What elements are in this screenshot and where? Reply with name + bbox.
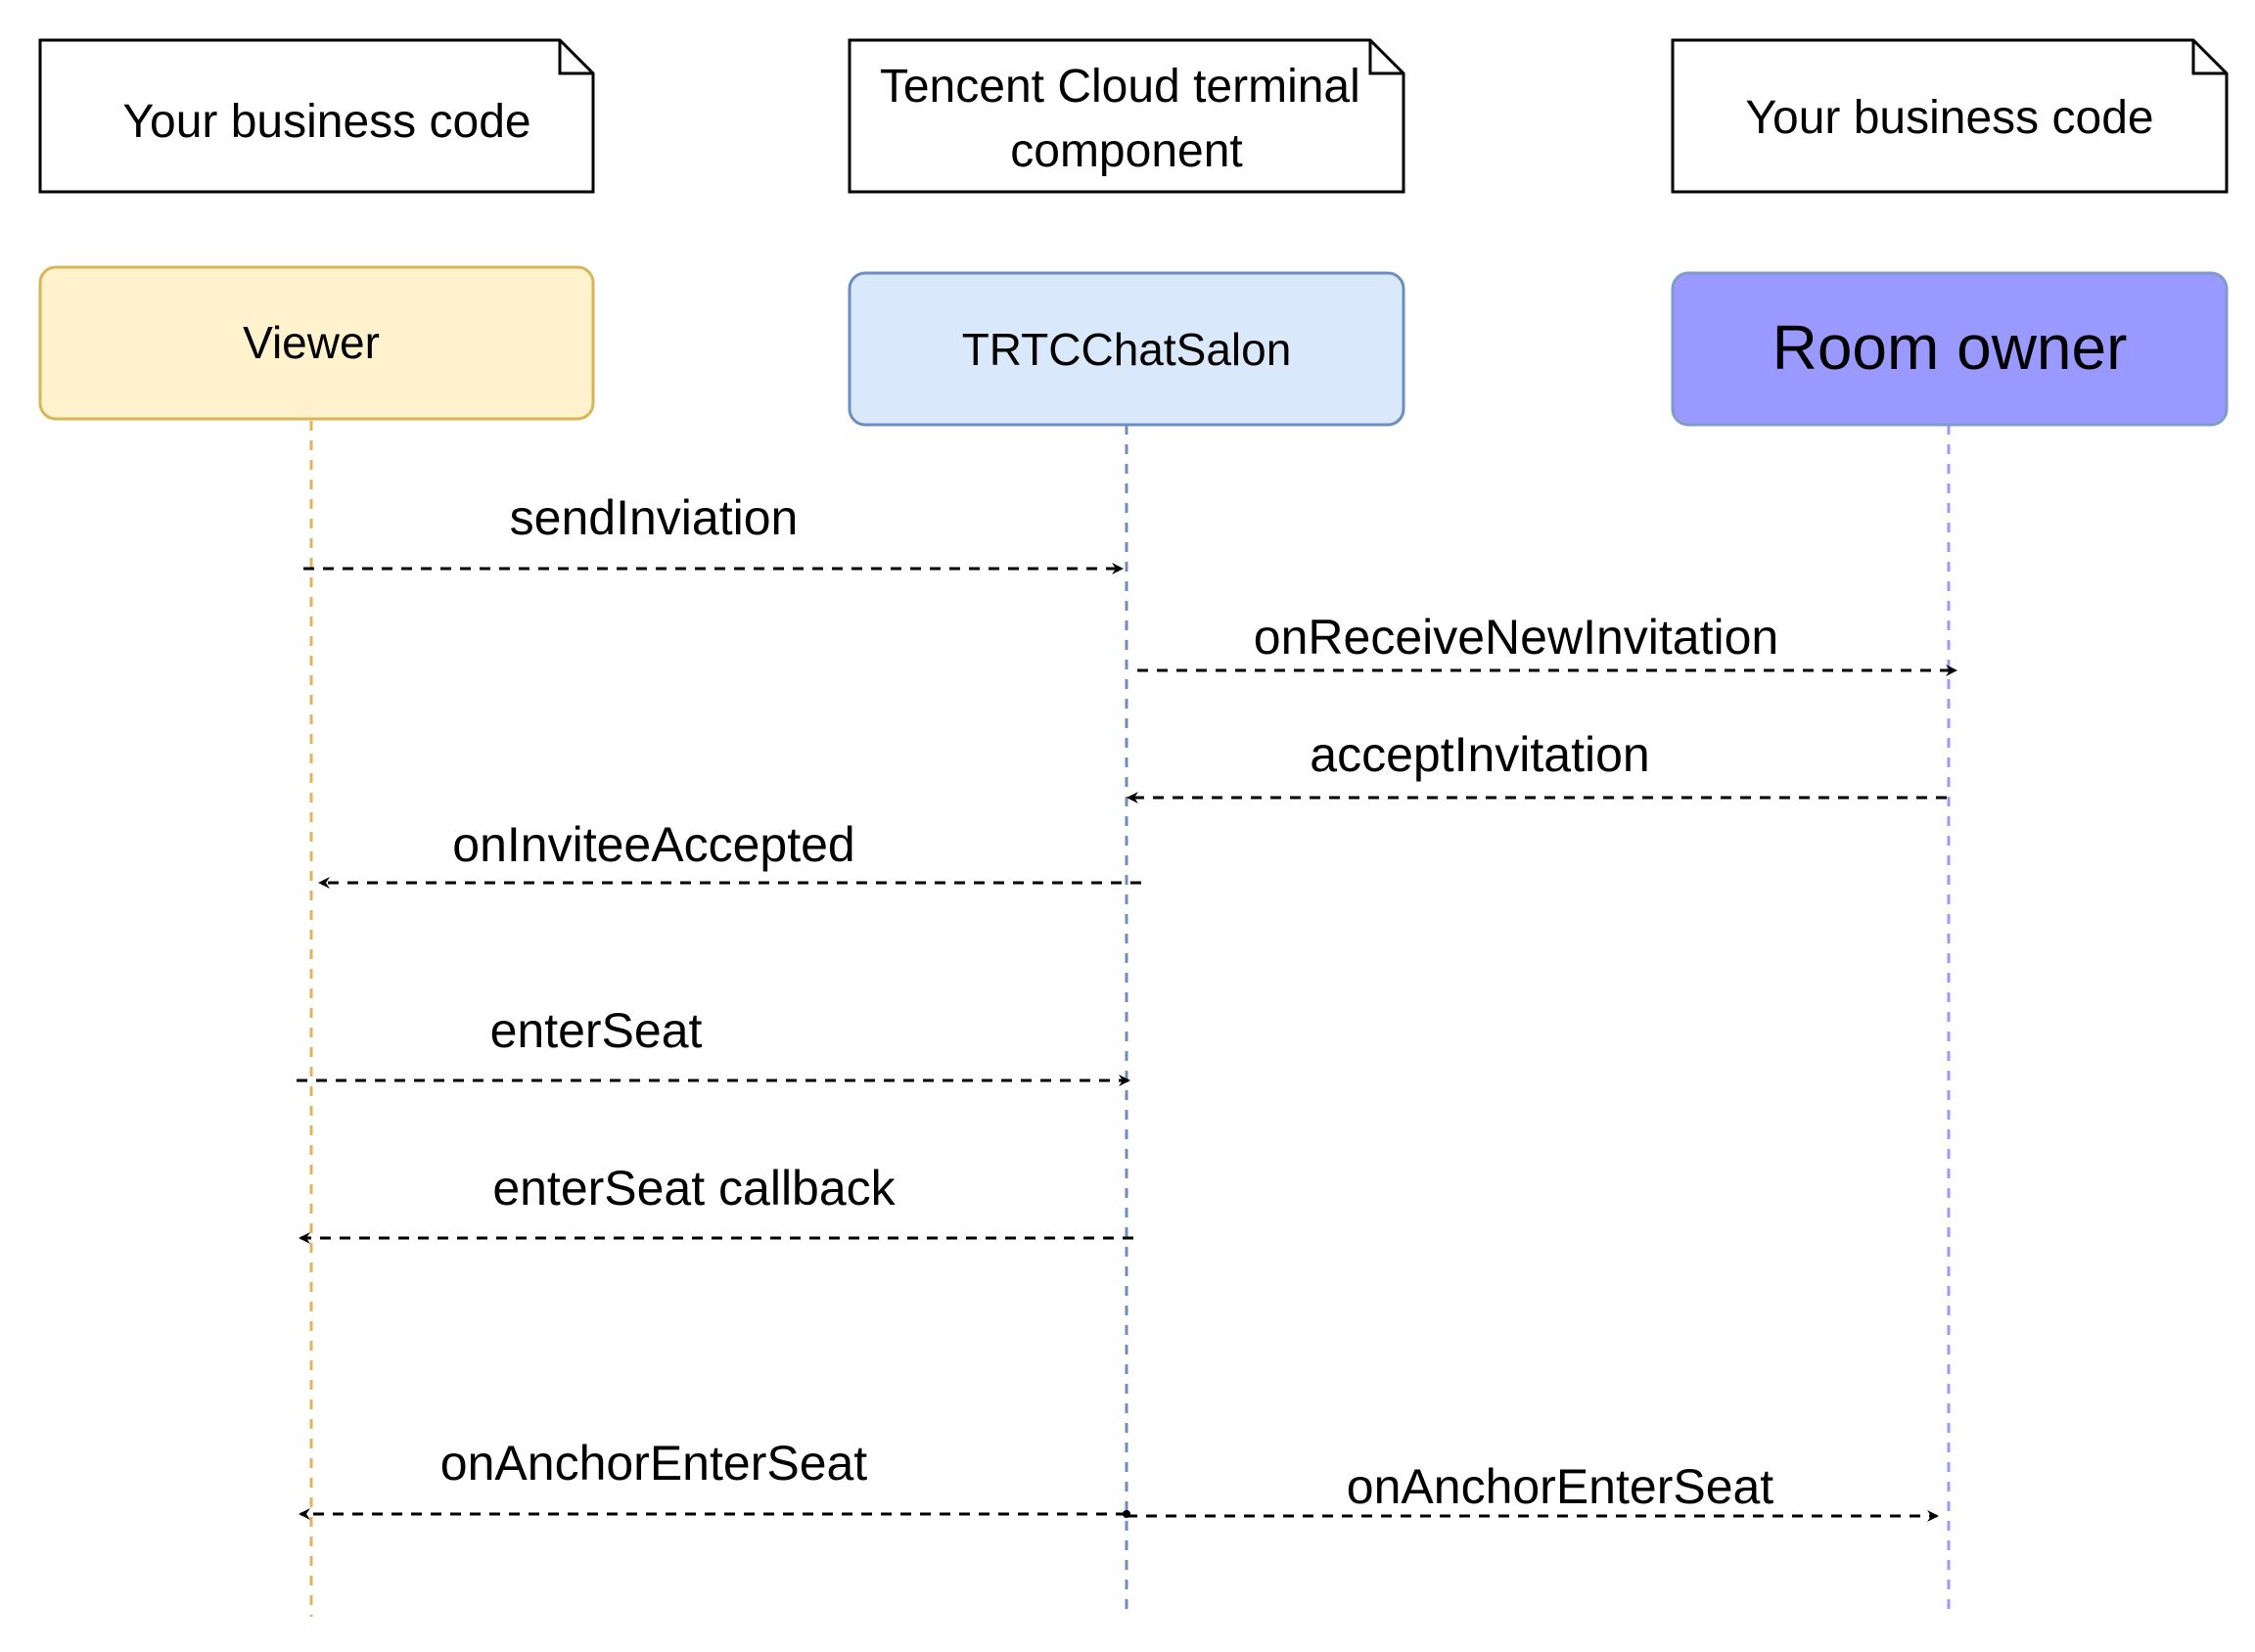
note-middle: Tencent Cloud terminal component	[848, 38, 1405, 194]
participant-trtc-box	[848, 271, 1405, 427]
participant-owner-box	[1671, 271, 2229, 427]
message-on-invitee-accepted-label: onInviteeAccepted	[452, 817, 854, 872]
message-enter-seat-label: enterSeat	[490, 1003, 703, 1058]
message-enter-seat-callback-label: enterSeat callback	[492, 1161, 896, 1216]
message-on-anchor-enter-seat-viewer: onAnchorEnterSeat	[299, 1436, 1127, 1520]
note-middle-line-2: component	[1010, 125, 1243, 177]
message-on-receive-new-invitation-label: onReceiveNewInvitation	[1254, 610, 1778, 665]
note-middle-text: Tencent Cloud terminal component	[880, 61, 1373, 177]
message-on-receive-new-invitation: onReceiveNewInvitation	[1137, 610, 1957, 676]
note-right-line-1: Your business code	[1745, 92, 2153, 144]
message-on-anchor-enter-seat-owner: onAnchorEnterSeat	[1127, 1459, 1939, 1522]
message-send-inviation: sendInviation	[303, 490, 1124, 574]
message-send-inviation-label: sendInviation	[510, 490, 799, 545]
participant-owner: Room owner	[1671, 271, 2229, 427]
note-left-text: Your business code	[122, 96, 530, 148]
note-left-line-1: Your business code	[122, 96, 530, 148]
participant-viewer-label: Viewer	[243, 317, 380, 368]
message-accept-invitation-label: acceptInvitation	[1310, 727, 1649, 782]
message-on-invitee-accepted: onInviteeAccepted	[318, 817, 1141, 889]
participant-viewer-box	[38, 265, 595, 421]
note-left: Your business code	[38, 38, 595, 194]
message-accept-invitation: acceptInvitation	[1127, 727, 1947, 803]
participant-trtc: TRTCChatSalon	[848, 271, 1405, 427]
note-right-text: Your business code	[1745, 92, 2153, 144]
message-on-anchor-enter-seat-owner-label: onAnchorEnterSeat	[1347, 1459, 1774, 1514]
message-on-anchor-enter-seat-viewer-label: onAnchorEnterSeat	[440, 1436, 868, 1491]
fork-point	[1123, 1510, 1130, 1518]
note-middle-line-1: Tencent Cloud terminal	[880, 61, 1360, 113]
message-enter-seat-callback: enterSeat callback	[299, 1161, 1133, 1244]
note-right: Your business code	[1671, 38, 2229, 194]
participant-owner-label: Room owner	[1772, 312, 2128, 383]
participant-viewer: Viewer	[38, 265, 595, 421]
participant-trtc-label: TRTCChatSalon	[962, 324, 1292, 375]
message-enter-seat: enterSeat	[297, 1003, 1130, 1086]
